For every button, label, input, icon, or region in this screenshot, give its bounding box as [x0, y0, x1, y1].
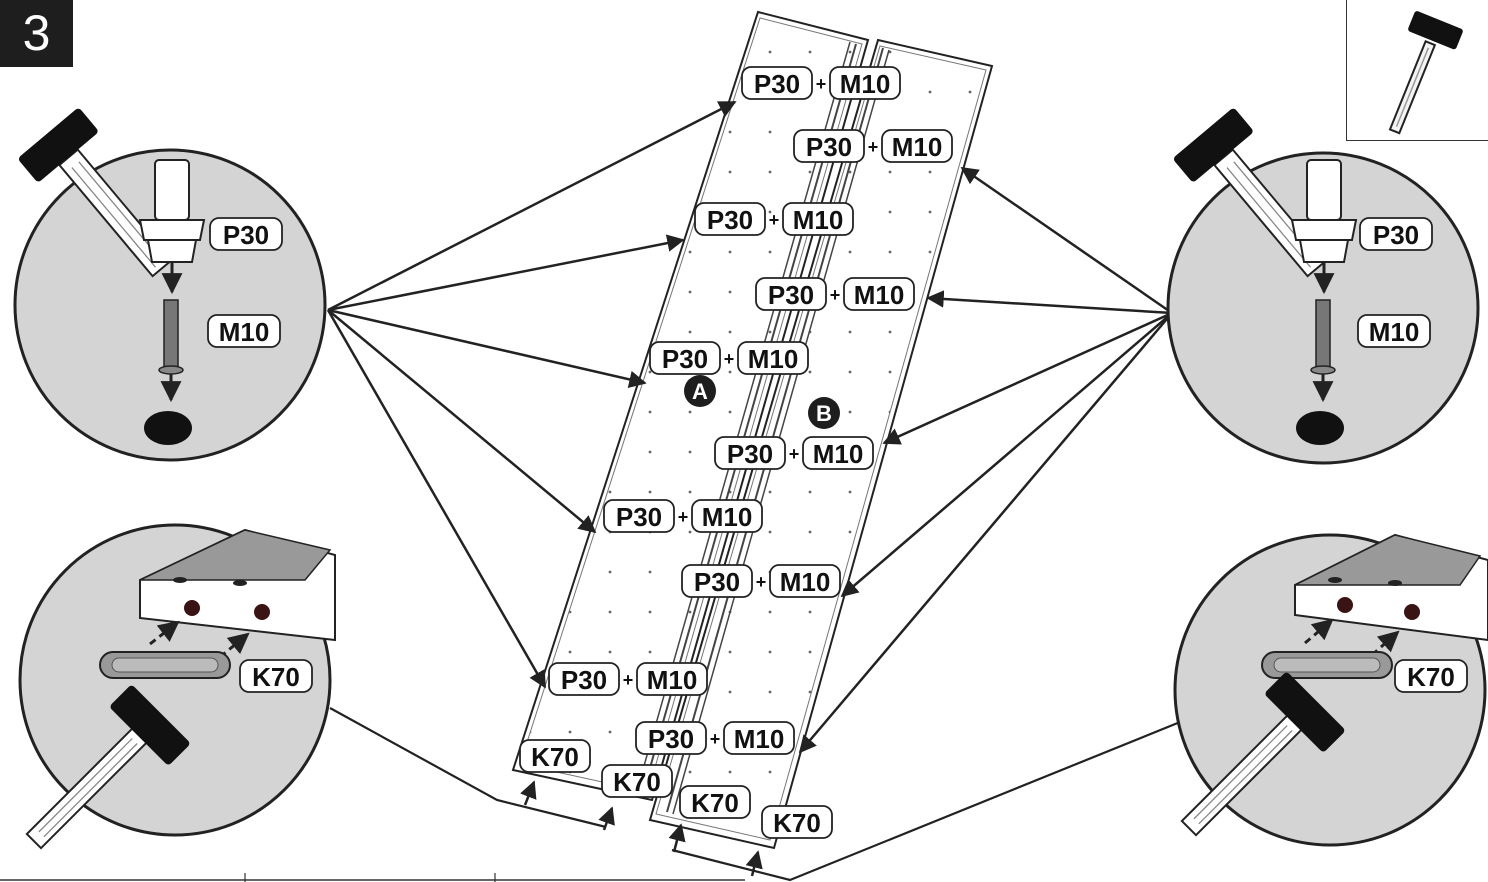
- cam-code-label: M10: [829, 66, 901, 100]
- left-dowel-detail: P30 M10: [13, 108, 327, 462]
- cam-code-label-text: M10: [748, 344, 799, 374]
- left-glide-leader: [329, 707, 607, 829]
- dowel-code-label-text: P30: [754, 69, 800, 99]
- right-dowel-icon: [1290, 159, 1358, 295]
- panel-b-label: B: [816, 401, 832, 426]
- dowel-code-label-text: P30: [662, 344, 708, 374]
- plus-sign: +: [816, 74, 827, 94]
- right-glide-detail: K70: [1173, 533, 1488, 847]
- cam-code-label-text: M10: [702, 502, 753, 532]
- cam-code-label: M10: [769, 564, 841, 598]
- cam-code-label-text: M10: [734, 724, 785, 754]
- panel-b-marker: [808, 397, 840, 429]
- left-dowel-icon: [138, 159, 206, 295]
- dowel-code-label: P30: [714, 436, 786, 470]
- plus-sign: +: [830, 285, 841, 305]
- plus-sign: +: [678, 507, 689, 527]
- right-glide-code: K70: [1407, 662, 1455, 692]
- cam-code-label: M10: [723, 721, 795, 755]
- tool-requirement-box: [1346, 0, 1488, 141]
- right-dowel-arrows: [798, 166, 1173, 754]
- cam-code-label: M10: [802, 436, 874, 470]
- dowel-code-label-text: P30: [561, 665, 607, 695]
- left-hammer-icon: [18, 108, 173, 278]
- plus-sign: +: [789, 444, 800, 464]
- dowel-code-label-text: P30: [727, 439, 773, 469]
- plus-sign: +: [710, 729, 721, 749]
- plus-sign: +: [623, 670, 634, 690]
- right-glide-leader: [671, 716, 1191, 882]
- cam-code-label-text: M10: [813, 439, 864, 469]
- left-glide-hammer-icon: [25, 685, 190, 850]
- plus-sign: +: [724, 349, 735, 369]
- cam-code-label: M10: [881, 129, 953, 163]
- left-dowel-arrows: [326, 100, 737, 689]
- dowel-code-label-text: P30: [768, 280, 814, 310]
- right-glide-hammer-icon: [1180, 672, 1345, 837]
- right-cam-code: M10: [1369, 317, 1420, 347]
- dowel-cam-labels: P30+M10P30+M10P30+M10P30+M10P30+M10P30+M…: [548, 66, 953, 755]
- left-glide-detail: K70: [18, 523, 336, 850]
- dowel-code-label-text: P30: [707, 205, 753, 235]
- dowel-code-label: P30: [741, 66, 813, 100]
- glide-code-label-text: K70: [691, 788, 739, 818]
- plus-sign: +: [756, 572, 767, 592]
- glide-code-label: K70: [519, 739, 591, 773]
- cam-code-label-text: M10: [892, 132, 943, 162]
- panel-a-marker: [684, 375, 716, 407]
- plus-sign: +: [769, 210, 780, 230]
- dowel-code-label: P30: [694, 202, 766, 236]
- glide-code-label-text: K70: [531, 742, 579, 772]
- dowel-code-label-text: P30: [616, 502, 662, 532]
- dowel-code-label: P30: [681, 564, 753, 598]
- dowel-code-label: P30: [635, 721, 707, 755]
- plus-sign: +: [868, 137, 879, 157]
- left-cam-code: M10: [219, 317, 270, 347]
- step-number-badge: 3: [0, 0, 73, 67]
- dowel-code-label-text: P30: [694, 567, 740, 597]
- cam-code-label: M10: [691, 499, 763, 533]
- dowel-code-label-text: P30: [648, 724, 694, 754]
- cam-code-label-text: M10: [840, 69, 891, 99]
- left-glide-code: K70: [252, 662, 300, 692]
- glide-code-label: K70: [679, 785, 751, 819]
- dowel-code-label-text: P30: [806, 132, 852, 162]
- dowel-code-label: P30: [548, 662, 620, 696]
- cam-code-label: M10: [782, 202, 854, 236]
- right-hammer-icon: [1173, 108, 1328, 278]
- dowel-code-label: P30: [649, 341, 721, 375]
- cam-code-label-text: M10: [793, 205, 844, 235]
- glide-arrows: [520, 780, 763, 877]
- right-dowel-detail: P30 M10: [1166, 108, 1480, 465]
- left-cam-icon: [144, 299, 192, 445]
- right-cam-icon: [1296, 299, 1344, 445]
- cam-code-label: M10: [737, 341, 809, 375]
- dowel-code-label: P30: [793, 129, 865, 163]
- dowel-code-label: P30: [755, 277, 827, 311]
- cam-code-label: M10: [636, 662, 708, 696]
- panel-a-label: A: [692, 379, 708, 404]
- dowel-code-label: P30: [603, 499, 675, 533]
- glide-code-label: K70: [601, 764, 673, 798]
- glide-code-label: K70: [761, 805, 833, 839]
- cam-code-label-text: M10: [780, 567, 831, 597]
- glide-code-label-text: K70: [773, 808, 821, 838]
- glide-code-label-text: K70: [613, 767, 661, 797]
- cam-code-label-text: M10: [647, 665, 698, 695]
- hammer-icon: [1388, 11, 1463, 135]
- cam-code-label-text: M10: [854, 280, 905, 310]
- cam-code-label: M10: [843, 277, 915, 311]
- left-dowel-code: P30: [223, 220, 269, 250]
- right-dowel-code: P30: [1373, 220, 1419, 250]
